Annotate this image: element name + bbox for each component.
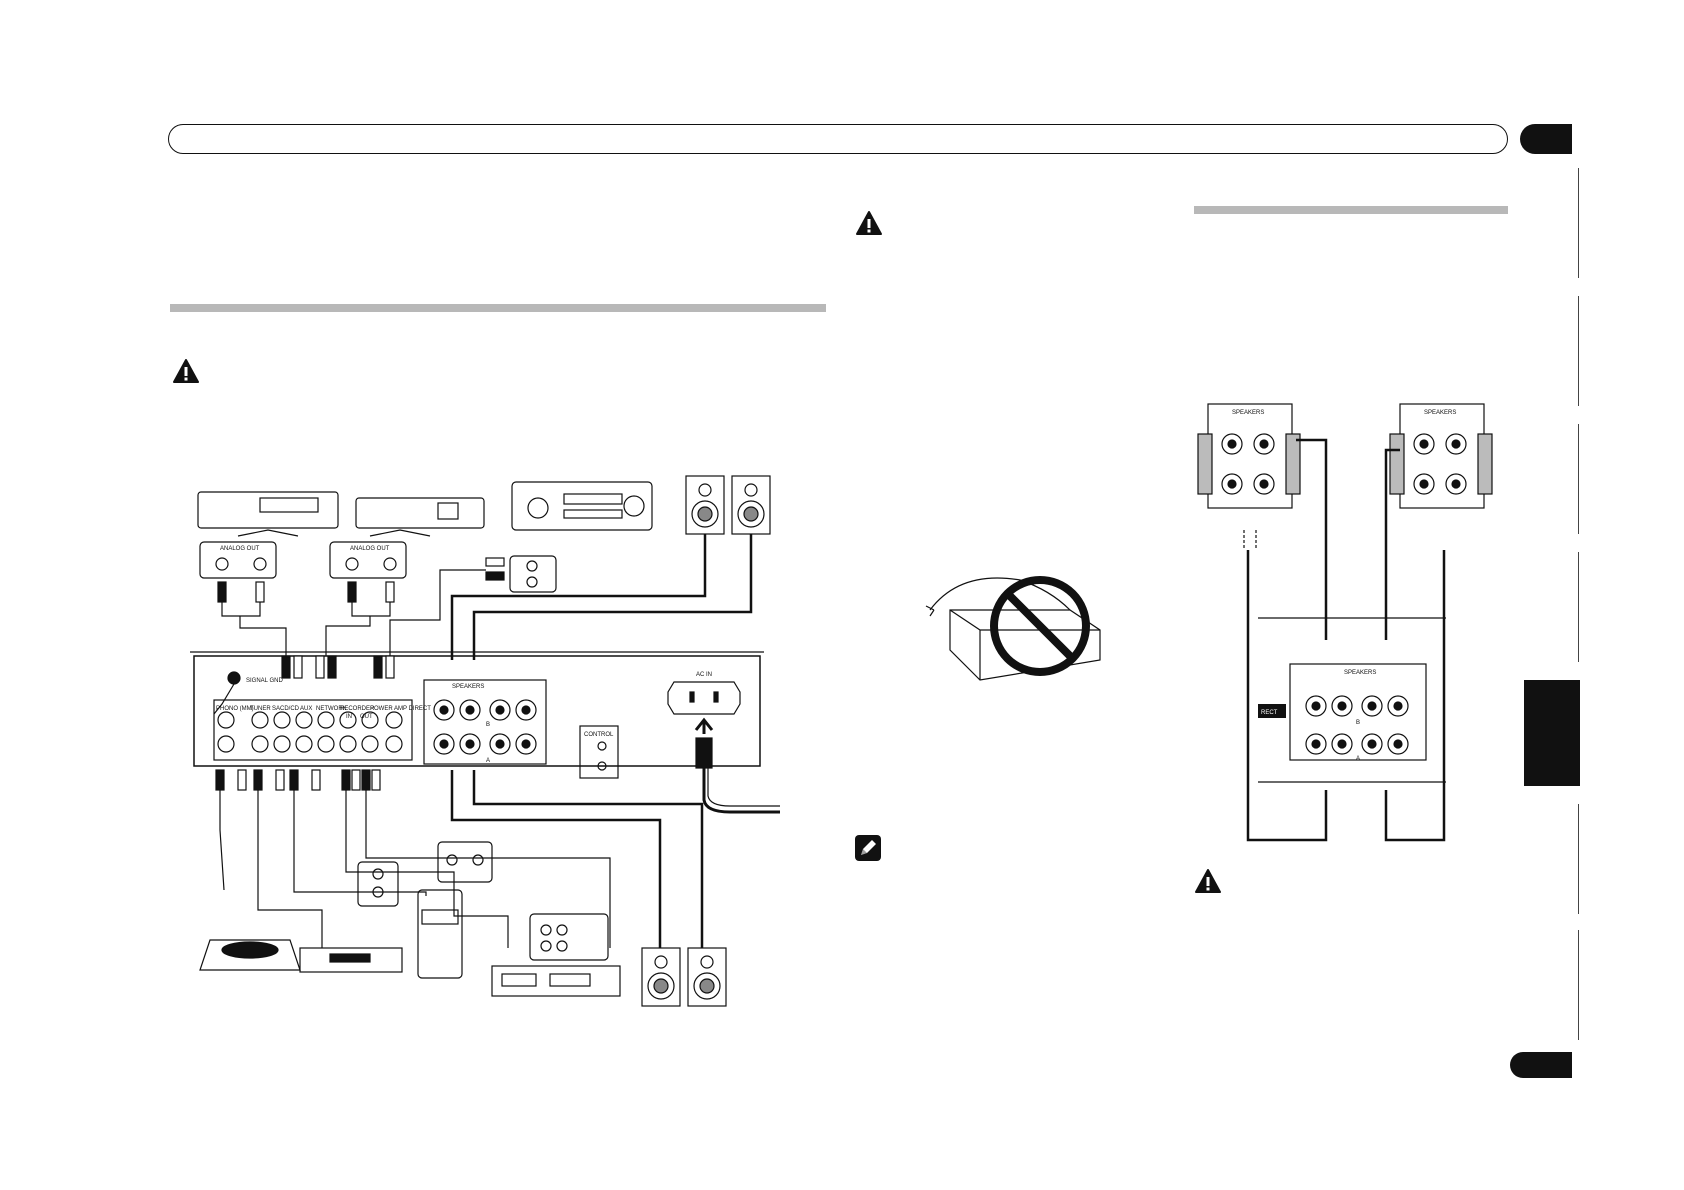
speakers-label-right: SPEAKERS: [1424, 410, 1456, 416]
speaker-b-label: B: [486, 722, 490, 728]
bi-wiring-diagram: SPEAKERS SPEAKERS SPEAKERS RECT B A: [1197, 403, 1493, 842]
cd-player: [197, 491, 339, 529]
speaker-a-label: A: [486, 758, 490, 764]
speaker: [731, 475, 771, 535]
amplifier-rear-panel: [193, 655, 761, 767]
control-jacks: [579, 725, 619, 779]
recorder-device: [491, 965, 621, 997]
prohibited-circle-icon: [990, 576, 1090, 676]
speaker-terminals: [423, 679, 547, 765]
edge-rule: [1578, 168, 1579, 278]
do-not-wrap-cable-illustration: [925, 576, 1101, 681]
input-jacks: [213, 699, 413, 761]
speaker: [685, 475, 725, 535]
speaker-b-label: B: [1356, 720, 1360, 726]
ac-in-label: AC IN: [696, 672, 712, 678]
network-player: [355, 497, 485, 529]
analog-out-callout: [199, 541, 277, 579]
network-label: NETWORK: [316, 706, 347, 712]
speaker-terminal-left: [1207, 403, 1293, 509]
speakers-label-left: SPEAKERS: [1232, 410, 1264, 416]
speaker: [687, 947, 727, 1007]
speakers-label-amp: SPEAKERS: [1344, 670, 1376, 676]
edge-rule: [1578, 930, 1579, 1040]
header-bar: [168, 124, 1508, 154]
edge-rule: [1578, 424, 1579, 534]
chapter-tab: [1520, 124, 1572, 154]
network-device: [417, 889, 463, 979]
aux-label: AUX: [300, 706, 312, 712]
out-label: OUT: [360, 714, 373, 720]
speaker: [641, 947, 681, 1007]
connection-diagram: ANALOG OUT ANALOG OUT SIGNAL GND PHONO (…: [190, 475, 780, 1007]
amp-speaker-terminals: [1289, 663, 1427, 761]
edge-rule: [1578, 296, 1579, 406]
analog-out-label: ANALOG OUT: [220, 546, 260, 552]
ac-inlet: [667, 681, 741, 715]
analog-out-callout: [329, 541, 407, 579]
edge-rule: [1578, 552, 1579, 662]
speaker-terminal-right: [1399, 403, 1485, 509]
warning-triangle-icon: [173, 359, 199, 383]
section-divider: [170, 304, 826, 312]
power-amp-direct-label: POWER AMP DIRECT: [370, 706, 431, 712]
language-tab: [1524, 680, 1580, 786]
in-label: IN: [346, 714, 352, 720]
edge-rule: [1578, 804, 1579, 914]
page-number-tab: [1510, 1052, 1572, 1078]
pencil-note-icon: [855, 835, 881, 861]
signal-gnd-label: SIGNAL GND: [246, 678, 283, 684]
tuner-label: TUNER: [250, 706, 271, 712]
warning-triangle-icon: [1195, 869, 1221, 893]
speaker-a-label: A: [1356, 756, 1360, 762]
direct-partial-label: RECT: [1261, 710, 1278, 716]
speakers-label: SPEAKERS: [452, 684, 484, 690]
section-divider: [1194, 206, 1508, 214]
control-label: CONTROL: [584, 732, 614, 738]
phono-label: PHONO (MM): [216, 706, 254, 712]
analog-out-label: ANALOG OUT: [350, 546, 390, 552]
av-receiver: [511, 481, 653, 531]
warning-triangle-icon: [856, 211, 882, 235]
direct-label-box: [1258, 704, 1286, 718]
tuner-device: [299, 947, 403, 973]
sacd-cd-label: SACD/CD: [272, 706, 300, 712]
recorder-label: RECORDER: [340, 706, 375, 712]
